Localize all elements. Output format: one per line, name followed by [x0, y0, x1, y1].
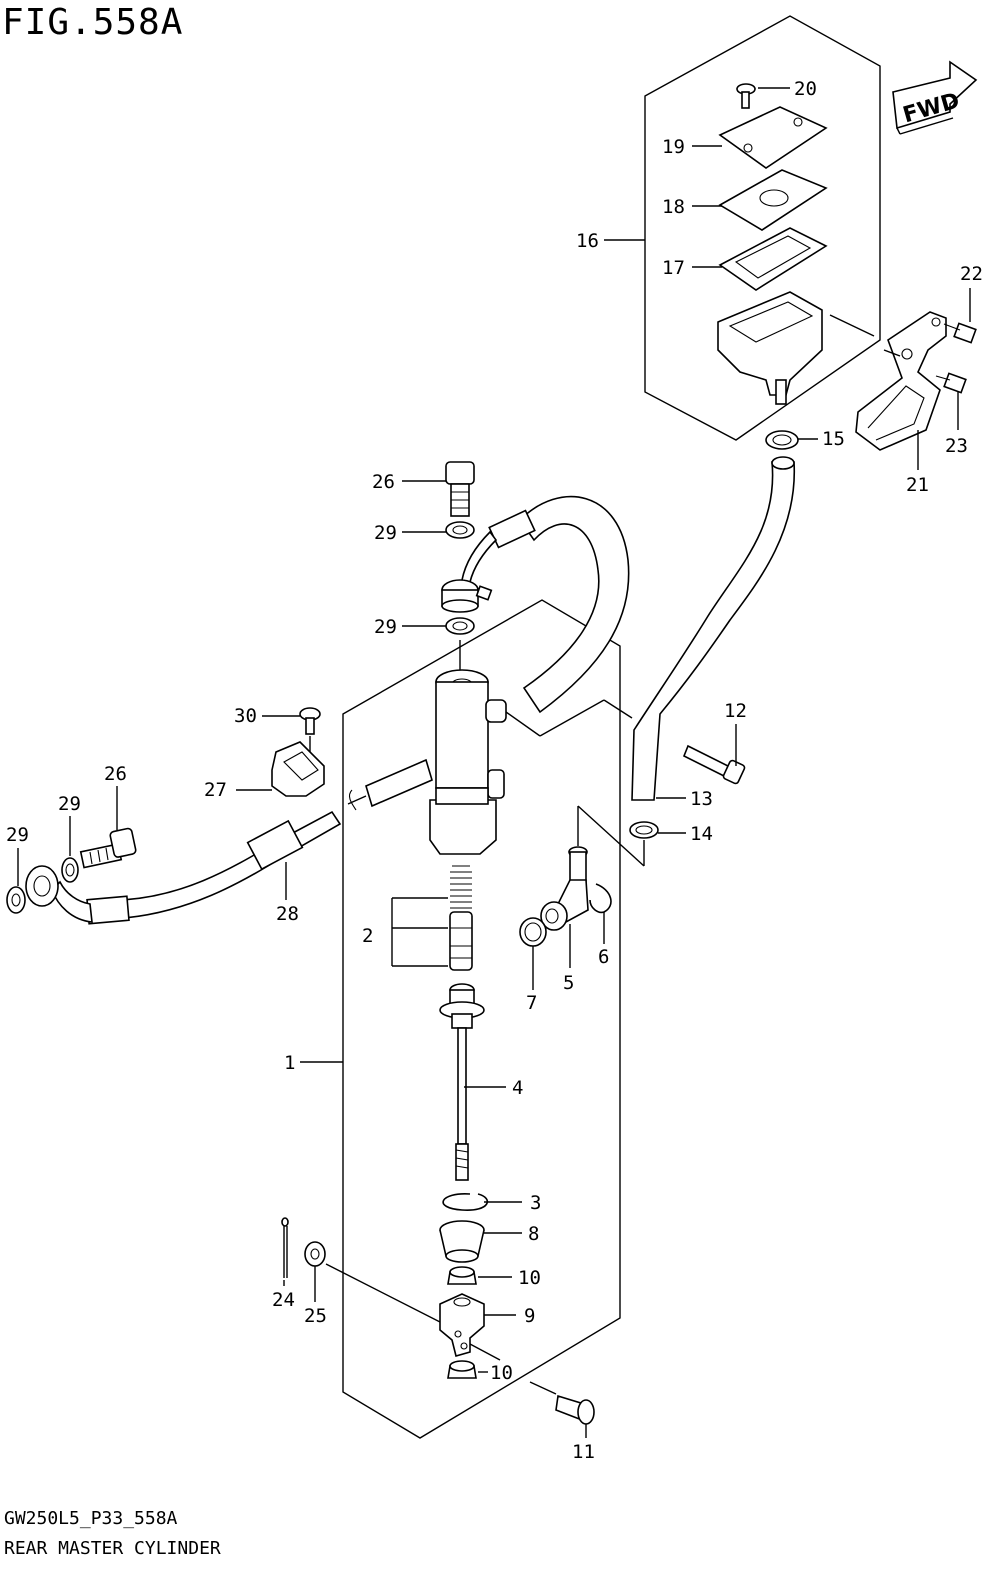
- reservoir-hose: [631, 461, 796, 801]
- callout-14: 14: [690, 823, 713, 845]
- callout-2: 2: [362, 925, 373, 947]
- circlip: [442, 1193, 489, 1211]
- callout-10-upper: 10: [518, 1267, 541, 1289]
- sealing-washer-lower-b: [6, 886, 26, 914]
- union-bolt-lower: [79, 827, 137, 869]
- callout-29-c: 29: [58, 793, 81, 815]
- callout-27: 27: [204, 779, 227, 801]
- callout-19: 19: [662, 136, 685, 158]
- callout-15: 15: [822, 428, 845, 450]
- callout-18: 18: [662, 196, 685, 218]
- callout-28: 28: [276, 903, 299, 925]
- callout-29-b: 29: [374, 616, 397, 638]
- leader-lines: [17, 87, 971, 1438]
- mounting-bolt: [682, 744, 746, 785]
- plain-washer: [304, 1241, 326, 1267]
- reservoir-cap-screw: [736, 83, 756, 109]
- union-bolt-eye: [441, 579, 493, 613]
- clevis-joint: [439, 1293, 485, 1357]
- callout-25: 25: [304, 1305, 327, 1327]
- upper-hose-fitting: [461, 509, 536, 583]
- callout-22: 22: [960, 263, 983, 285]
- callout-11: 11: [572, 1441, 595, 1463]
- reservoir-hose-joint: [540, 846, 589, 931]
- reservoir-tank: [717, 291, 823, 405]
- push-rod: [439, 983, 485, 1181]
- callout-20: 20: [794, 78, 817, 100]
- callout-8: 8: [528, 1223, 539, 1245]
- lock-nut-lower: [447, 1360, 477, 1379]
- retaining-clip: [589, 883, 612, 914]
- sealing-washer-upper-a: [445, 521, 475, 539]
- callout-30: 30: [234, 705, 257, 727]
- bracket-bolt-lower: [935, 372, 967, 394]
- lower-hose-section: [365, 758, 433, 808]
- callout-3: 3: [530, 1192, 541, 1214]
- reservoir-bracket: [855, 311, 947, 451]
- sealing-washer-upper-b: [445, 617, 475, 635]
- callout-10-lower: 10: [490, 1362, 513, 1384]
- callout-16: 16: [576, 230, 599, 252]
- bracket-bolt-upper: [943, 322, 977, 344]
- figure-code: GW250L5_P33_558A: [4, 1508, 178, 1529]
- callout-26-upper: 26: [372, 471, 395, 493]
- lower-union-eye: [25, 865, 59, 907]
- master-cylinder-group-outline: [342, 599, 621, 1439]
- callout-7: 7: [526, 992, 537, 1014]
- fwd-arrow-icon: FWD: [892, 60, 978, 135]
- dust-boot: [439, 1220, 485, 1263]
- lower-hose-sleeve: [246, 819, 304, 871]
- callout-labels: 1 2 3 4 5 6 7 8 9 10 10 11 12 13 14 15 1…: [6, 78, 983, 1463]
- o-ring: [519, 917, 547, 947]
- lower-hose-fitting: [51, 880, 130, 925]
- callout-4: 4: [512, 1077, 523, 1099]
- hose-clamp-lower: [629, 821, 659, 839]
- callout-13: 13: [690, 788, 713, 810]
- figure-caption: REAR MASTER CYLINDER: [4, 1538, 221, 1559]
- callout-29-a: 29: [374, 522, 397, 544]
- master-cylinder-body: [429, 669, 507, 855]
- callout-6: 6: [598, 946, 609, 968]
- sealing-washer-lower-a: [61, 857, 79, 883]
- callout-29-d: 29: [6, 824, 29, 846]
- callout-9: 9: [524, 1305, 535, 1327]
- reservoir-plate: [718, 169, 828, 231]
- reservoir-diaphragm: [718, 227, 828, 291]
- callout-5: 5: [563, 972, 574, 994]
- hose-guide-screw: [299, 707, 321, 735]
- callout-21: 21: [906, 474, 929, 496]
- callout-23: 23: [945, 435, 968, 457]
- lock-nut-upper: [447, 1266, 477, 1285]
- callout-17: 17: [662, 257, 685, 279]
- piston-spring-set: [449, 865, 473, 971]
- reservoir-cap: [718, 106, 828, 169]
- callout-24: 24: [272, 1289, 295, 1311]
- lower-brake-hose: [116, 810, 342, 919]
- upper-brake-hose: [518, 495, 630, 714]
- callout-12: 12: [724, 700, 747, 722]
- reservoir-group-outline: [644, 15, 881, 441]
- cotter-pin: [281, 1217, 289, 1278]
- callout-1: 1: [284, 1052, 295, 1074]
- callout-26-lower: 26: [104, 763, 127, 785]
- hose-clamp-upper: [765, 430, 799, 450]
- clevis-pin: [555, 1394, 595, 1425]
- hose-guide-clamp: [271, 741, 325, 797]
- union-bolt-upper: [445, 461, 475, 517]
- figure-title: FIG.558A: [2, 2, 184, 43]
